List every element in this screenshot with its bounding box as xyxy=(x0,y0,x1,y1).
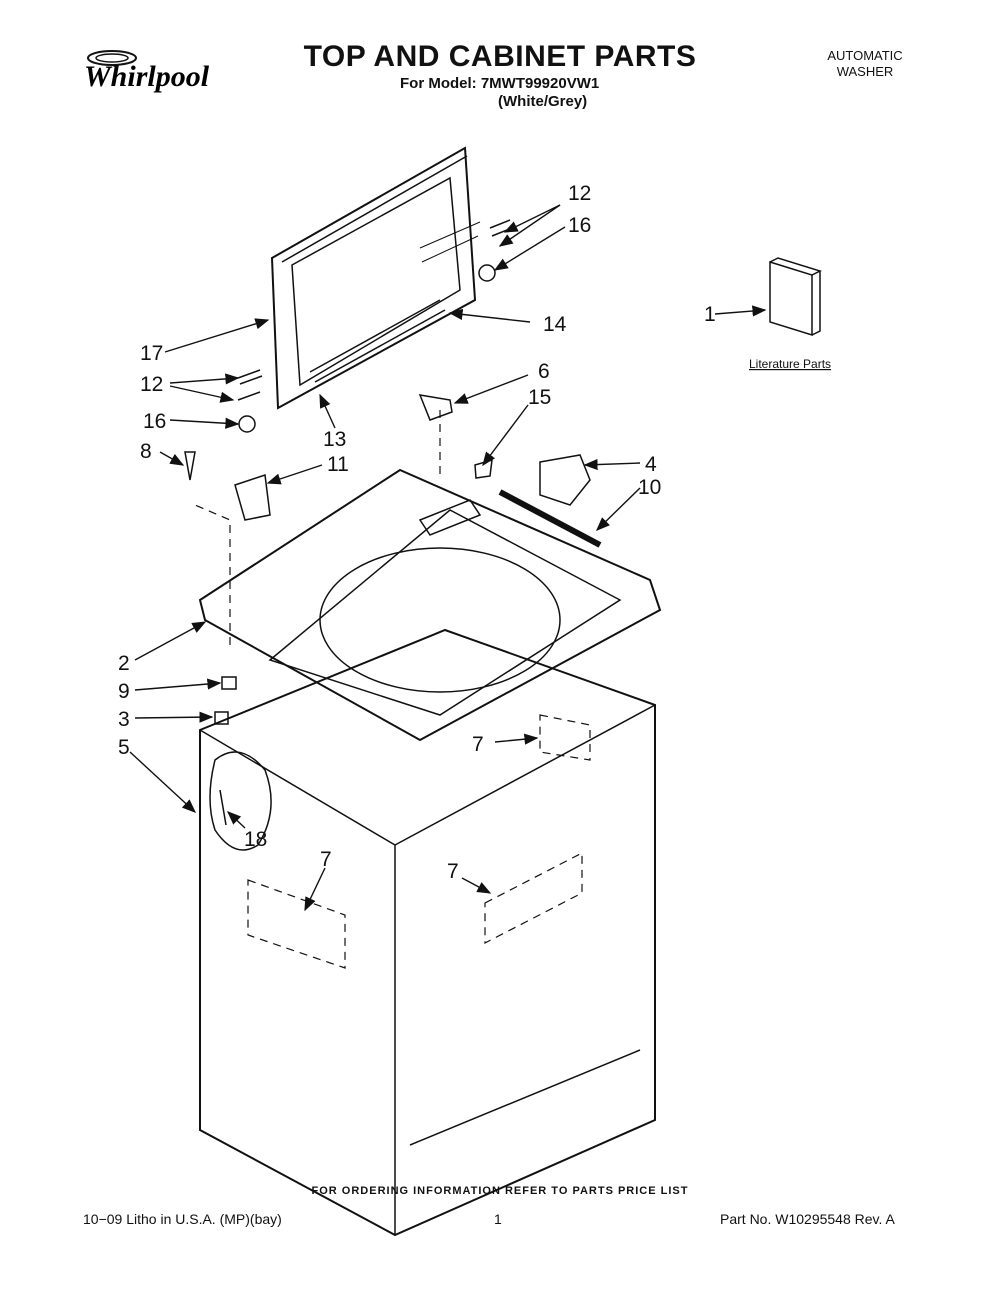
litho-info: 10−09 Litho in U.S.A. (MP)(bay) xyxy=(83,1211,282,1227)
callout: 4 xyxy=(645,453,657,476)
leader-12-left-a xyxy=(169,373,240,385)
leader-3 xyxy=(134,711,214,723)
callout: 7 xyxy=(320,848,332,871)
leader-15 xyxy=(482,404,529,467)
leader-12-top-a xyxy=(503,204,561,233)
model-line: For Model: 7MWT99920VW1 xyxy=(400,75,600,92)
leader-18 xyxy=(226,811,246,829)
cabinet-screw xyxy=(219,789,227,826)
leader-12-top-b xyxy=(498,204,561,247)
dispenser-cup xyxy=(539,454,591,506)
category-line-1: AUTOMATIC xyxy=(827,48,903,63)
product-category: AUTOMATIC WASHER xyxy=(790,48,940,80)
brand-logo: Whirlpool xyxy=(82,44,232,104)
callout: 16 xyxy=(143,410,166,433)
callout: 6 xyxy=(538,360,550,383)
category-line-2: WASHER xyxy=(836,64,894,79)
callout: 3 xyxy=(118,708,130,731)
nut xyxy=(221,676,237,690)
leader-13 xyxy=(319,393,336,429)
leader-7-right xyxy=(494,733,539,745)
leader-4 xyxy=(583,458,641,471)
page-number: 1 xyxy=(494,1211,502,1227)
leader-10 xyxy=(595,487,641,531)
lid-window xyxy=(291,176,461,387)
hidden-pad-3 xyxy=(484,852,583,944)
lid-switch xyxy=(234,473,271,521)
leader-7-front-left xyxy=(304,867,326,912)
model-variant: (White/Grey) xyxy=(498,93,588,110)
lid-hinge-rod xyxy=(309,299,446,383)
torn-panel xyxy=(209,751,272,851)
callout: 2 xyxy=(118,652,130,675)
callout: 8 xyxy=(140,440,152,463)
cabinet xyxy=(199,628,656,1237)
brand-name: Whirlpool xyxy=(84,60,210,93)
leader-12-left-b xyxy=(169,385,235,403)
callout: 7 xyxy=(447,860,459,883)
leader-8 xyxy=(159,451,185,466)
tub-ring xyxy=(319,547,561,693)
callout: 16 xyxy=(568,214,591,237)
screw-left-b xyxy=(237,391,261,401)
wire-clip xyxy=(474,458,493,479)
leader-16-left xyxy=(169,417,240,429)
leader-6 xyxy=(453,374,529,404)
callout: 10 xyxy=(638,476,661,499)
cabinet-bottom-edge xyxy=(409,1049,641,1146)
callout: 12 xyxy=(140,373,163,396)
callout: 18 xyxy=(244,828,267,851)
ordering-note: FOR ORDERING INFORMATION REFER TO PARTS … xyxy=(311,1185,689,1197)
page-title: TOP AND CABINET PARTS xyxy=(303,40,697,73)
callout: 13 xyxy=(323,428,346,451)
literature-parts-label: Literature Parts xyxy=(749,357,831,371)
leader-5 xyxy=(129,751,197,813)
callout: 12 xyxy=(568,182,591,205)
leader-9 xyxy=(134,678,222,691)
leader-14 xyxy=(448,308,531,323)
lid xyxy=(270,146,477,410)
literature-book xyxy=(769,260,813,337)
callout: 5 xyxy=(118,736,130,759)
leader-16-top xyxy=(493,226,566,271)
bolt xyxy=(184,451,196,481)
hidden-pad-1 xyxy=(539,714,591,761)
leader-11 xyxy=(266,464,323,485)
hinge-bushing-left xyxy=(238,415,256,433)
callout: 7 xyxy=(472,733,484,756)
part-number: Part No. W10295548 Rev. A xyxy=(720,1211,895,1227)
hinge-bushing-right xyxy=(478,264,496,282)
callout: 17 xyxy=(140,342,163,365)
dispenser-area xyxy=(418,499,482,536)
leader-7-front-right xyxy=(461,877,492,894)
lid-strike xyxy=(418,394,453,421)
callout: 14 xyxy=(543,313,567,336)
clip xyxy=(214,711,229,725)
leader-17 xyxy=(164,318,270,353)
callout: 15 xyxy=(528,386,551,409)
callout: 11 xyxy=(327,453,349,476)
dispenser-tube xyxy=(498,489,602,548)
callout: 9 xyxy=(118,680,130,703)
screw-right-a xyxy=(489,219,513,237)
hidden-pad-2 xyxy=(247,879,346,969)
leader-1 xyxy=(714,305,767,317)
screw-left-a xyxy=(237,369,263,385)
callout: 1 xyxy=(704,303,716,326)
leader-2 xyxy=(134,621,207,661)
tub-opening xyxy=(268,509,622,716)
